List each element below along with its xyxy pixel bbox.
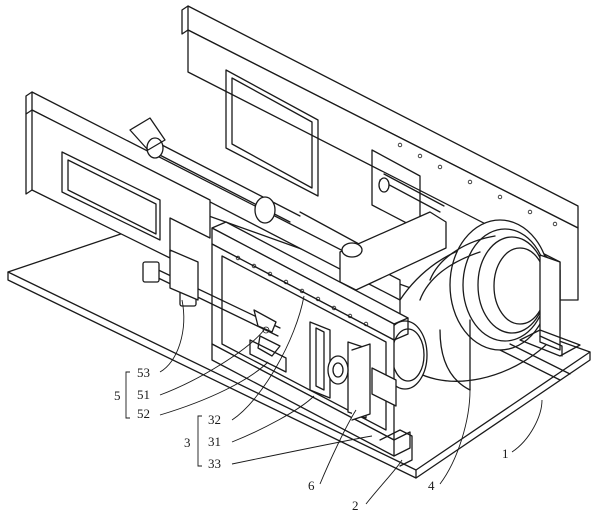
right-end-bracket [519,254,581,357]
label-32: 32 [208,412,221,427]
label-5: 5 [114,388,121,403]
label-4: 4 [428,478,435,493]
callout-labels: 53 5 51 52 3 32 31 33 6 2 4 1 [114,295,543,513]
label-6: 6 [308,478,315,493]
label-3: 3 [184,435,191,450]
label-33: 33 [208,456,221,471]
screw-assembly [142,249,287,373]
right-upper-shaft [378,173,445,213]
rear-side-plate [181,5,579,301]
rear-plate-holes [397,142,558,227]
tensioner-unit [309,321,397,421]
label-52: 52 [137,406,150,421]
guide-rail [499,335,571,381]
label-51: 51 [137,387,150,402]
front-side-plate [25,91,401,301]
label-1: 1 [502,446,509,461]
label-31: 31 [208,434,221,449]
label-2: 2 [352,498,359,513]
label-53: 53 [137,365,150,380]
